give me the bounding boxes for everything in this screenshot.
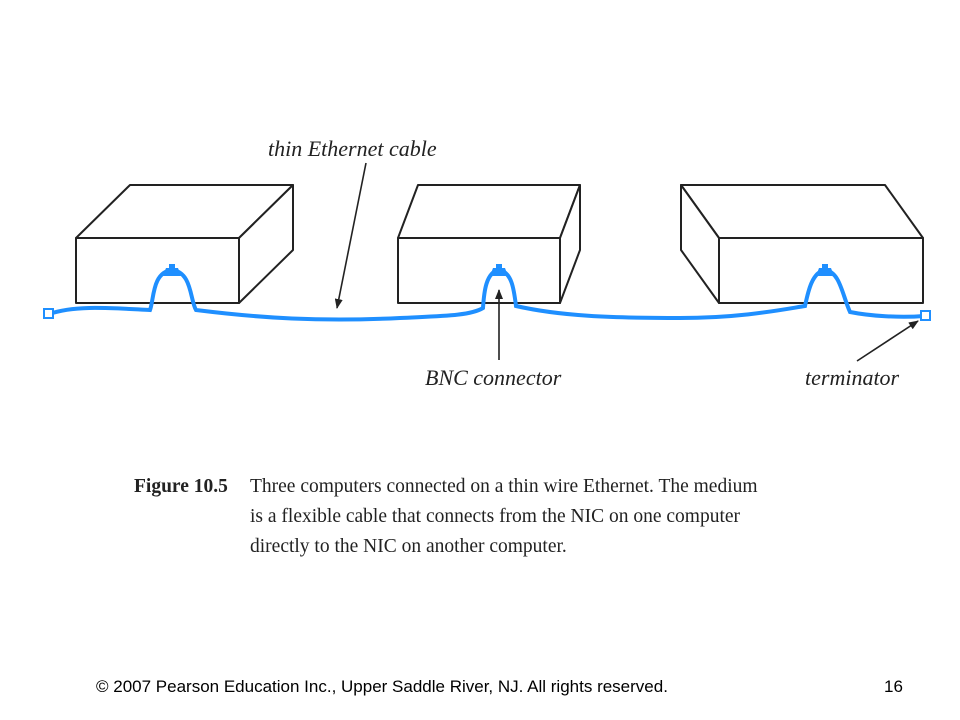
computer-3 — [680, 184, 924, 304]
caption-line: directly to the NIC on another computer. — [250, 536, 567, 557]
copyright-text: © 2007 Pearson Education Inc., Upper Sad… — [96, 677, 668, 696]
terminator-label: terminator — [805, 365, 900, 390]
caption-line: is a flexible cable that connects from t… — [250, 506, 741, 527]
bnc-connector-1 — [163, 264, 181, 276]
page-number: 16 — [884, 677, 903, 696]
terminator-arrow — [856, 320, 919, 362]
computer-1 — [75, 184, 294, 304]
bnc-connector-3 — [816, 264, 834, 276]
caption-text: Three computers connected on a thin wire… — [250, 472, 854, 562]
slide-footer: © 2007 Pearson Education Inc., Upper Sad… — [0, 677, 960, 701]
cable-arrow — [334, 162, 367, 309]
terminator-right — [920, 310, 931, 321]
bnc-label: BNC connector — [425, 365, 562, 390]
caption-line: Three computers connected on a thin wire… — [250, 476, 758, 497]
figure-caption: Figure 10.5 Three computers connected on… — [134, 472, 854, 562]
cable-label: thin Ethernet cable — [268, 136, 437, 161]
figure-number: Figure 10.5 — [134, 476, 228, 497]
terminator-left — [43, 308, 54, 319]
bnc-connector-2 — [490, 264, 508, 276]
computer-2 — [397, 184, 581, 304]
